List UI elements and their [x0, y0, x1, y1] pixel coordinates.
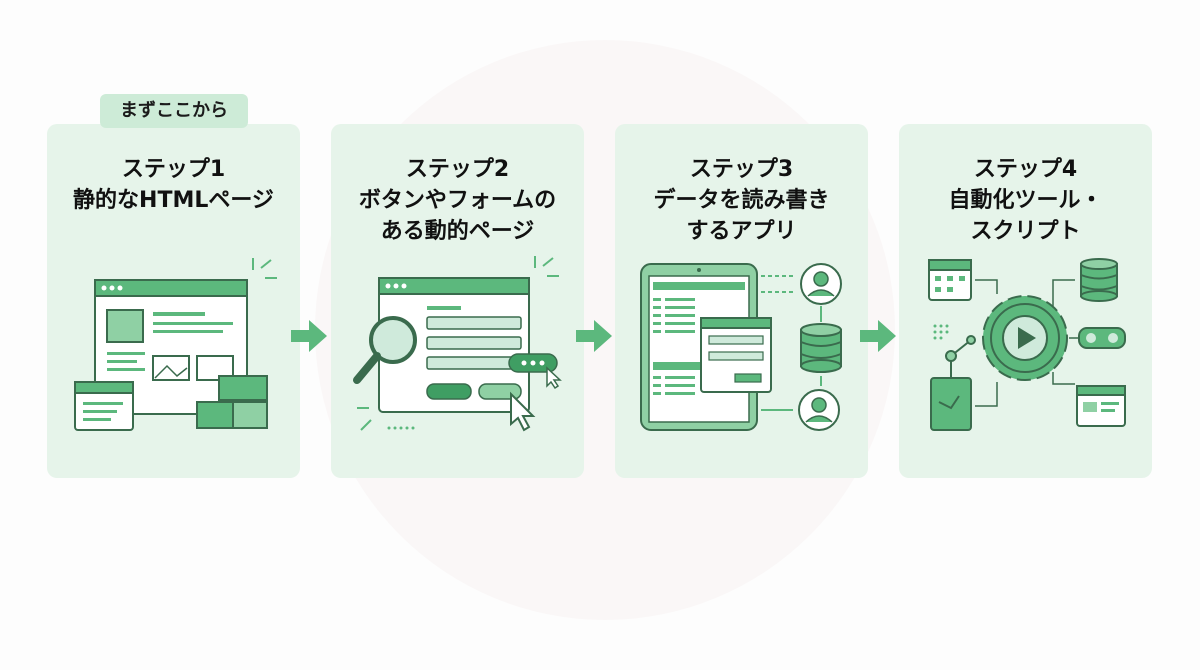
step-2-description-line-2: ある動的ページ — [380, 219, 535, 244]
step-3-title: ステップ3 データを読み書き するアプリ — [615, 154, 868, 247]
user-avatar-icon — [800, 263, 842, 305]
vr-goggles-icon — [1078, 327, 1126, 349]
step-2-label: ステップ2 — [405, 157, 510, 182]
step-3-description-line-1: データを読み書き — [653, 188, 830, 213]
step-4-title: ステップ4 自動化ツール・ スクリプト — [899, 154, 1152, 247]
step-1-description: 静的なHTMLページ — [73, 188, 274, 213]
step-4-card: ステップ4 自動化ツール・ スクリプト — [899, 124, 1152, 478]
step-3-description-line-2: するアプリ — [686, 219, 797, 244]
gear-icon — [982, 295, 1068, 381]
step-2-description-line-1: ボタンやフォームの — [358, 188, 557, 213]
form-window-icon — [700, 317, 772, 393]
blocks-icon — [196, 375, 268, 429]
user-avatar-icon-2 — [798, 389, 840, 431]
step-1-title: ステップ1 静的なHTMLページ — [47, 154, 300, 216]
dynamic-page-illustration — [353, 256, 562, 432]
database-icon — [1080, 258, 1118, 302]
step-3-label: ステップ3 — [689, 157, 794, 182]
small-window-icon — [74, 381, 134, 431]
step-1-card: ステップ1 静的なHTMLページ — [47, 124, 300, 478]
step-4-description-line-1: 自動化ツール・ — [948, 188, 1103, 213]
arrow-right-icon — [860, 320, 896, 352]
step-4-description-line-2: スクリプト — [970, 219, 1081, 244]
play-icon — [1018, 327, 1036, 349]
magnifier-icon — [353, 316, 417, 384]
static-page-illustration — [74, 258, 277, 431]
step-2-card: ステップ2 ボタンやフォームの ある動的ページ — [331, 124, 584, 478]
robot-arm-icon — [930, 335, 976, 431]
pointer-cursor-icon — [510, 391, 536, 432]
arrow-right-icon — [291, 320, 327, 352]
arrow-right-icon — [576, 320, 612, 352]
step-4-label: ステップ4 — [973, 157, 1078, 182]
webpage-icon — [1076, 385, 1126, 427]
step-1-label: ステップ1 — [121, 157, 226, 182]
start-here-badge: まずここから — [100, 94, 248, 128]
automation-illustration — [928, 258, 1126, 431]
calendar-icon — [928, 259, 972, 301]
database-icon — [800, 323, 842, 373]
cursor-icon — [546, 366, 562, 390]
step-3-card: ステップ3 データを読み書き するアプリ — [615, 124, 868, 478]
data-app-illustration — [640, 263, 842, 431]
step-2-title: ステップ2 ボタンやフォームの ある動的ページ — [331, 154, 584, 247]
menu-dots-button-icon — [508, 353, 558, 373]
